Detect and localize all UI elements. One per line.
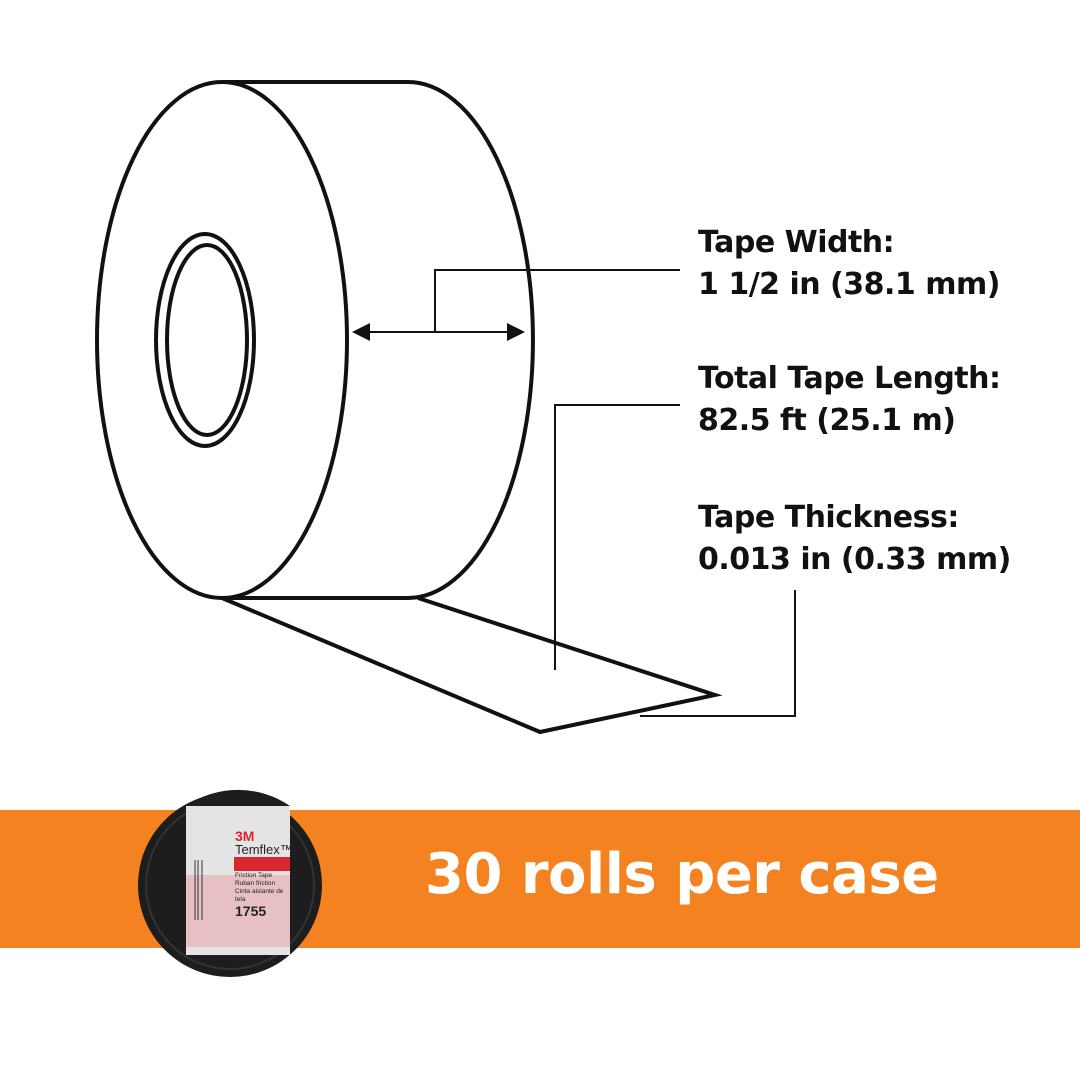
brand-logo: 3M — [235, 828, 255, 844]
spec-value: 0.013 in (0.33 mm) — [698, 542, 1011, 577]
arrow-head-right-icon — [507, 323, 525, 341]
roll-back-edge — [222, 80, 535, 600]
spec-label: Total Tape Length: — [698, 361, 1001, 396]
length-leader — [554, 404, 680, 670]
spec-thickness: Tape Thickness: 0.013 in (0.33 mm) — [698, 497, 1011, 581]
spec-value: 82.5 ft (25.1 m) — [698, 403, 956, 438]
model-number: 1755 — [235, 903, 267, 919]
spec-label: Tape Width: — [698, 225, 895, 260]
thickness-leader — [640, 590, 796, 717]
label-line: Friction Tape — [235, 872, 273, 879]
label-line: Cinta aislante de tela — [235, 888, 284, 903]
roll-core-inner — [165, 243, 249, 437]
roll-core-outer — [154, 232, 256, 448]
spec-label: Tape Thickness: — [698, 500, 959, 535]
arrow-head-left-icon — [352, 323, 370, 341]
roll-front-face — [95, 80, 349, 600]
spec-width: Tape Width: 1 1/2 in (38.1 mm) — [698, 222, 1000, 306]
label-line: Ruban friction — [235, 880, 276, 887]
rolls-per-case-text: 30 rolls per case — [425, 842, 939, 907]
width-leader — [434, 269, 680, 332]
spec-length: Total Tape Length: 82.5 ft (25.1 m) — [698, 358, 1001, 442]
product-name: Temflex™ — [235, 842, 293, 857]
spec-value: 1 1/2 in (38.1 mm) — [698, 267, 1000, 302]
tape-strip — [221, 596, 723, 735]
